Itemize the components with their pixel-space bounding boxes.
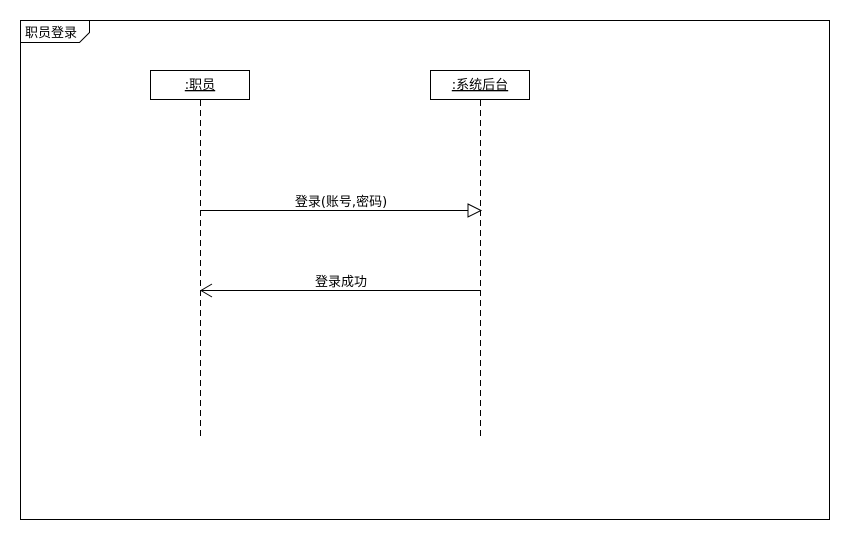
- lifeline-backend-label: :系统后台: [452, 78, 508, 93]
- open-arrowhead-icon: [200, 283, 213, 298]
- lifeline-backend: :系统后台: [430, 70, 530, 440]
- lifeline-staff-head[interactable]: [150, 70, 250, 100]
- frame-title-tab: [20, 20, 90, 43]
- message-login-success-label: 登录成功: [315, 275, 367, 290]
- hollow-arrowhead-icon: [467, 203, 483, 218]
- message-login-request: 登录(账号,密码): [200, 194, 483, 218]
- message-login-success: 登录成功: [200, 275, 481, 298]
- message-login-request-label: 登录(账号,密码): [295, 194, 387, 210]
- lifeline-staff-label: :职员: [185, 78, 215, 93]
- frame-title: 职员登录: [25, 26, 77, 41]
- lifeline-staff: :职员: [150, 70, 250, 440]
- diagram-frame: [20, 20, 830, 520]
- lifeline-backend-head[interactable]: [430, 70, 530, 100]
